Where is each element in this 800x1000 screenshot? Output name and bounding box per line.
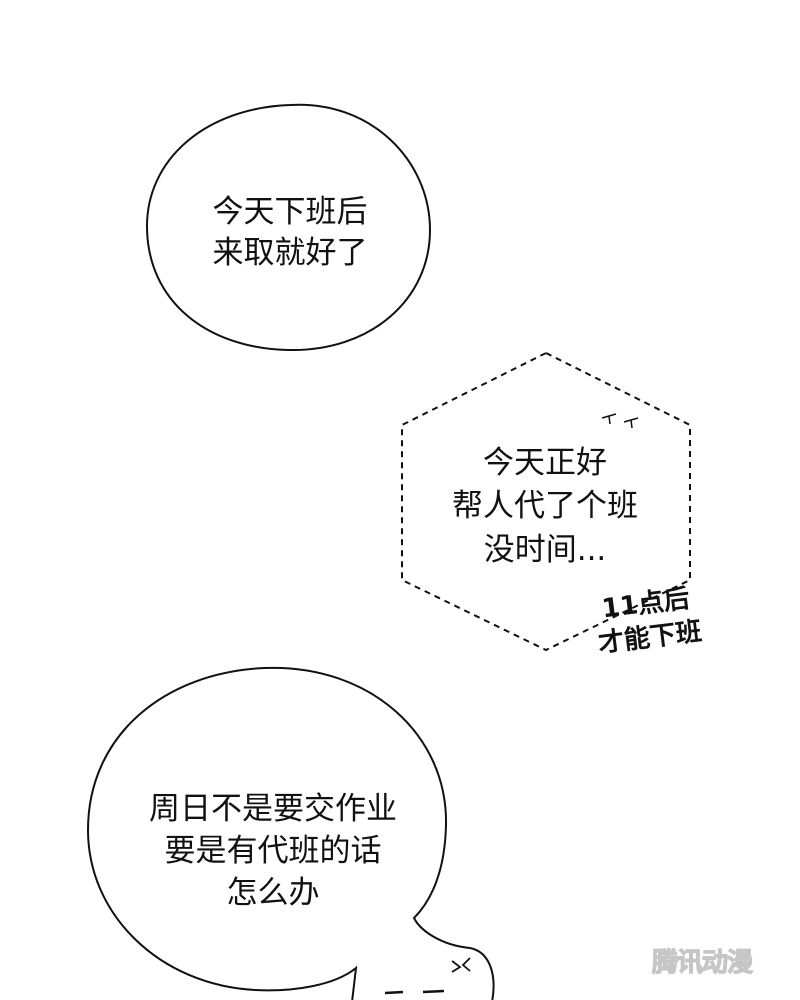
- thought-bubble-dashed: [401, 351, 691, 652]
- bubble-1-text: 今天下班后 来取就好了: [185, 192, 395, 274]
- bubble-2-line-3: 没时间...: [483, 531, 607, 568]
- partial-face-lines: [384, 989, 445, 995]
- speech-bubble-1: [145, 103, 432, 352]
- bubble-3-text: 周日不是要交作业 要是有代班的话 怎么办: [108, 788, 438, 914]
- bubble-1-line-2: 来取就好了: [212, 234, 368, 271]
- annoyance-mark-icon: [451, 957, 471, 973]
- bubble-3-line-2: 要是有代班的话: [164, 833, 382, 870]
- bubble-3-line-3: 怎么办: [226, 875, 320, 912]
- bubble-2-line-2: 帮人代了个班: [452, 488, 638, 525]
- emotion-ticks: [601, 413, 639, 429]
- bubble-2-line-1: 今天正好: [483, 445, 607, 481]
- speech-bubble-3: [86, 666, 495, 1000]
- watermark-logo: 腾讯动漫: [651, 947, 753, 978]
- bubble-1-line-1: 今天下班后: [212, 194, 368, 230]
- bubble-2-text: 今天正好 帮人代了个班 没时间...: [420, 442, 670, 572]
- bubble-3-line-1: 周日不是要交作业: [149, 791, 397, 827]
